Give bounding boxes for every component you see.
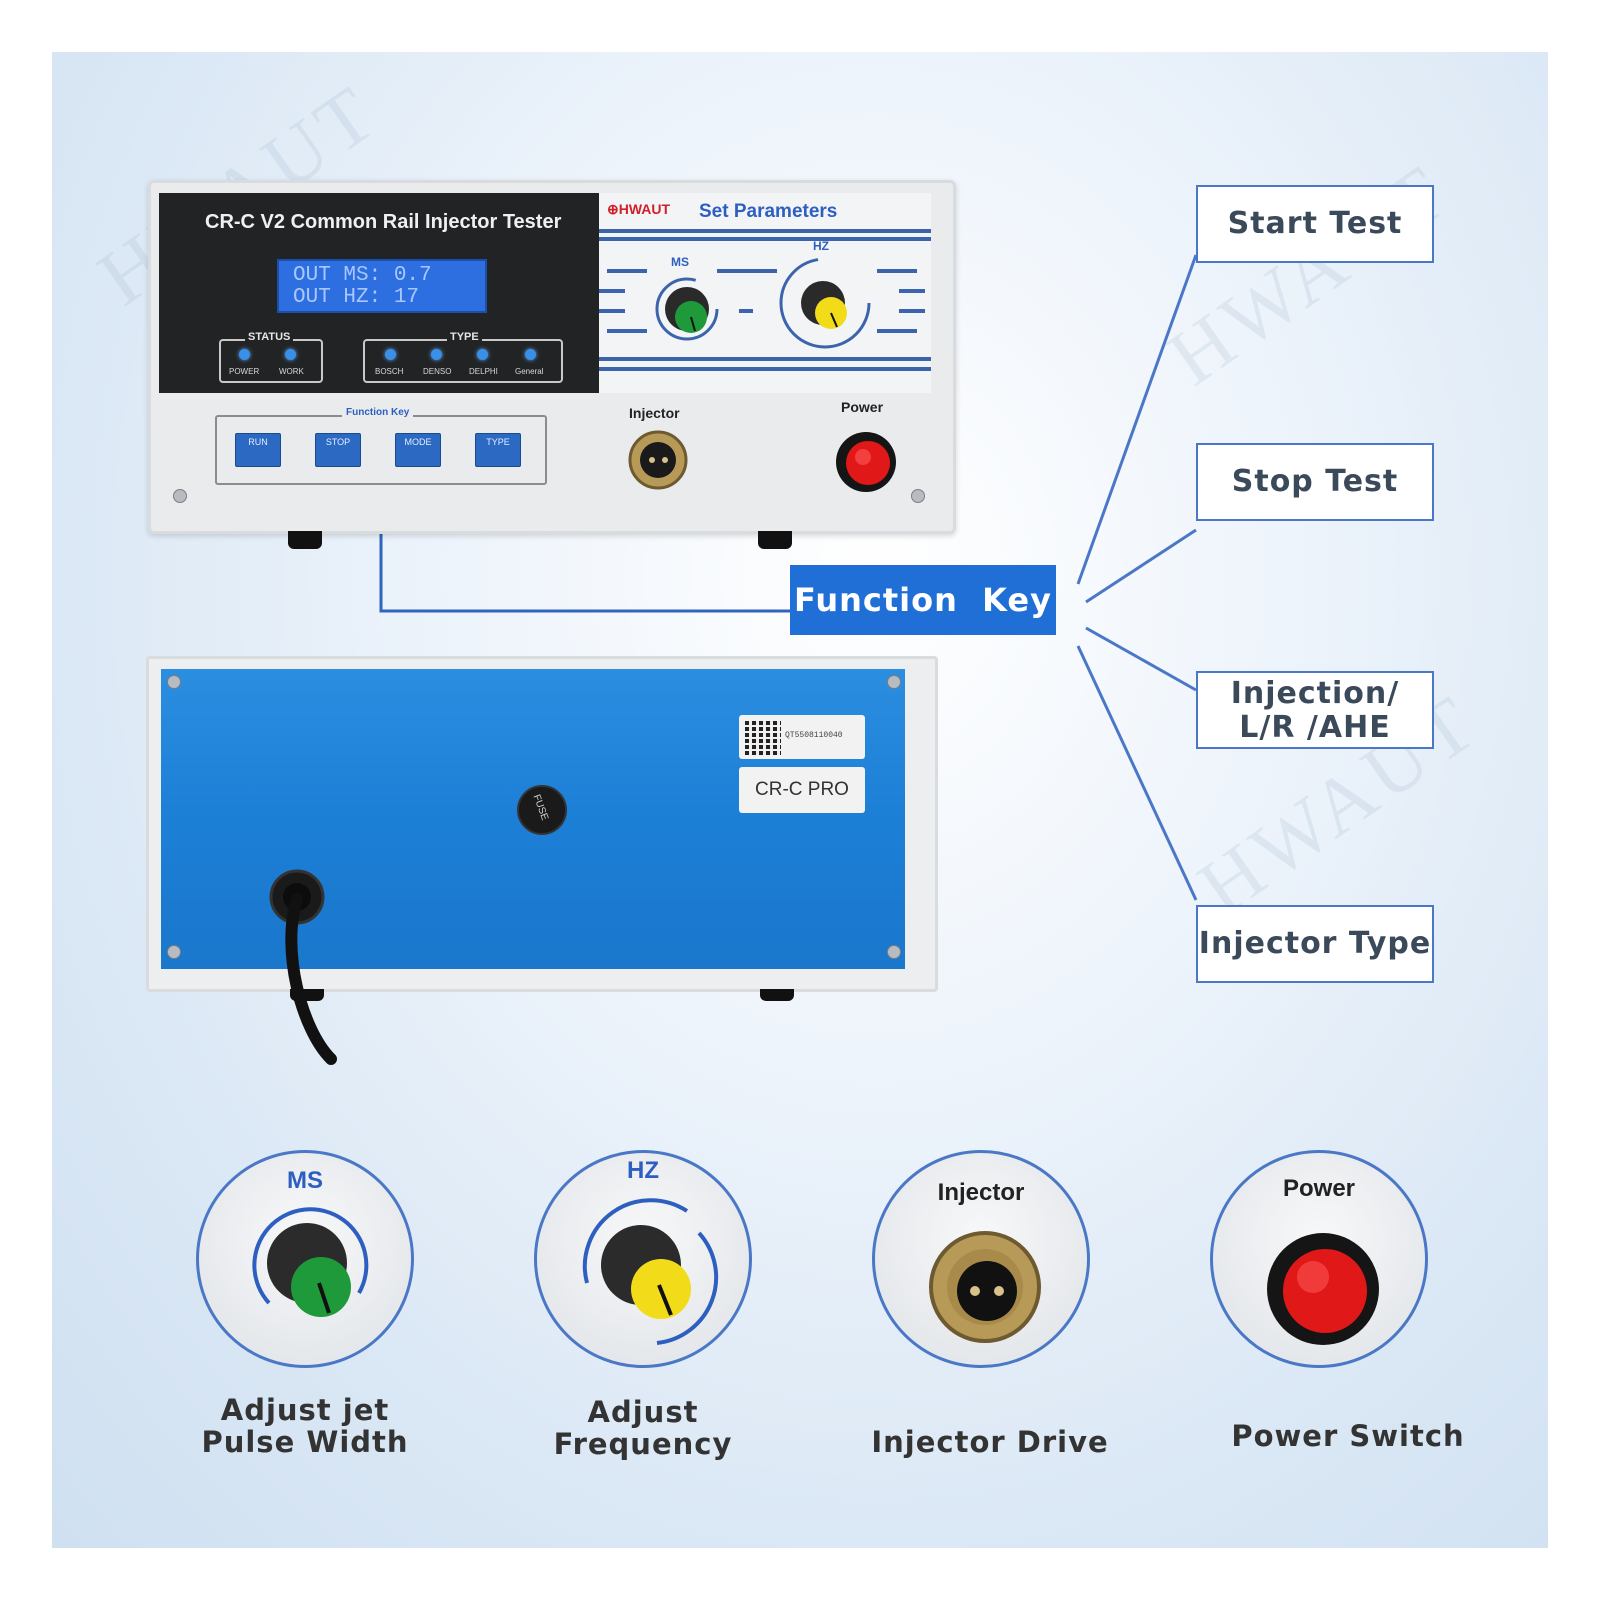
power-switch-icon: [1267, 1233, 1379, 1345]
stripe: [599, 357, 931, 361]
fuse-label: FUSE: [530, 793, 551, 822]
injection-callout: Injection/ L/R /AHE: [1196, 671, 1434, 749]
start-test-callout: Start Test: [1196, 185, 1434, 263]
denso-led: [431, 349, 442, 360]
screw: [887, 945, 901, 959]
stripe: [717, 269, 777, 273]
stripe: [599, 309, 625, 313]
function-key-callout: Function Key: [790, 565, 1056, 635]
stripe: [599, 367, 931, 371]
hz-knob-label: HZ: [813, 239, 829, 253]
power-switch-label: Power: [841, 399, 884, 415]
injector-port-icon: [929, 1231, 1041, 1343]
fuse-holder[interactable]: FUSE: [517, 785, 567, 835]
led-label: DELPHI: [469, 367, 498, 376]
stripe: [599, 229, 931, 233]
led-label: BOSCH: [375, 367, 404, 376]
function-key-group: Function Key RUN STOP MODE TYPE: [215, 407, 547, 485]
power-detail: Power: [1210, 1150, 1428, 1368]
ms-knob-detail: MS: [196, 1150, 414, 1368]
type-group: TYPE BOSCH DENSO DELPHI General: [363, 331, 563, 383]
led-label: POWER: [229, 367, 260, 376]
ms-detail-label: MS: [287, 1167, 323, 1194]
led-label: General: [515, 367, 544, 376]
delphi-led: [477, 349, 488, 360]
screw: [167, 675, 181, 689]
bosch-led: [385, 349, 396, 360]
ms-knob-label: MS: [671, 255, 689, 269]
device-title: CR-C V2 Common Rail Injector Tester: [205, 211, 562, 233]
stop-test-callout: Stop Test: [1196, 443, 1434, 521]
device-foot: [290, 989, 324, 1001]
type-label: TYPE: [447, 331, 482, 343]
stripe: [899, 309, 925, 313]
set-parameters-panel: ⊕HWAUT Set Parameters MS HZ: [599, 193, 931, 393]
led-label: DENSO: [423, 367, 452, 376]
hz-knob-detail: HZ: [534, 1150, 752, 1368]
mode-button[interactable]: MODE: [395, 433, 441, 467]
stripe: [607, 269, 647, 273]
hz-knob[interactable]: [775, 253, 875, 353]
screw: [167, 945, 181, 959]
status-group: STATUS POWER WORK: [219, 331, 323, 383]
ms-caption: Adjust jet Pulse Width: [201, 1393, 409, 1459]
injector-detail: Injector: [872, 1150, 1090, 1368]
power-switch[interactable]: [831, 427, 901, 497]
serial-number: QT5508110040: [785, 731, 843, 740]
brand-name: HWAUT: [618, 201, 671, 217]
run-button[interactable]: RUN: [235, 433, 281, 467]
device-foot: [760, 989, 794, 1001]
power-caption: Power Switch: [1231, 1419, 1465, 1453]
injector-type-callout: Injector Type: [1196, 905, 1434, 983]
function-key-label: Function Key: [342, 407, 414, 418]
tester-front-panel: CR-C V2 Common Rail Injector Tester OUT …: [148, 180, 956, 534]
lcd-display: OUT MS: 0.7 OUT HZ: 17: [277, 259, 487, 313]
stripe: [877, 329, 917, 333]
set-parameters-title: Set Parameters: [699, 201, 838, 222]
lcd-line: OUT HZ: 17: [293, 286, 420, 309]
ms-knob[interactable]: [647, 269, 727, 349]
stripe: [739, 309, 753, 313]
hz-caption: Adjust Frequency: [553, 1395, 733, 1461]
hz-detail-label: HZ: [627, 1157, 659, 1184]
injector-caption: Injector Drive: [871, 1425, 1109, 1459]
screw: [911, 489, 925, 503]
power-cable: [269, 869, 337, 1065]
ms-knob-icon: [252, 1207, 369, 1317]
injector-port[interactable]: [623, 425, 693, 495]
tester-back-panel: QT5508110040 CR-C PRO FUSE: [146, 656, 938, 1065]
status-label: STATUS: [245, 331, 294, 343]
stripe: [899, 289, 925, 293]
led-label: WORK: [279, 367, 304, 376]
device-foot: [758, 531, 792, 549]
screw: [173, 489, 187, 503]
model-sticker: CR-C PRO: [739, 767, 865, 813]
stripe: [607, 329, 647, 333]
stripe: [877, 269, 917, 273]
qr-sticker: QT5508110040: [739, 715, 865, 759]
brand-logo: ⊕HWAUT: [607, 201, 671, 217]
injector-detail-label: Injector: [937, 1179, 1025, 1206]
back-plate: QT5508110040 CR-C PRO FUSE: [161, 669, 905, 1065]
stop-button[interactable]: STOP: [315, 433, 361, 467]
display-panel: CR-C V2 Common Rail Injector Tester OUT …: [159, 193, 599, 393]
hz-knob-icon: [582, 1198, 719, 1345]
screw: [887, 675, 901, 689]
work-led: [285, 349, 296, 360]
injector-port-label: Injector: [629, 405, 680, 421]
device-foot: [288, 531, 322, 549]
general-led: [525, 349, 536, 360]
stripe: [599, 237, 931, 241]
power-led: [239, 349, 250, 360]
lcd-line: OUT MS: 0.7: [293, 264, 432, 287]
stripe: [599, 289, 625, 293]
power-detail-label: Power: [1282, 1175, 1356, 1202]
qr-code-icon: [745, 719, 781, 755]
type-button[interactable]: TYPE: [475, 433, 521, 467]
